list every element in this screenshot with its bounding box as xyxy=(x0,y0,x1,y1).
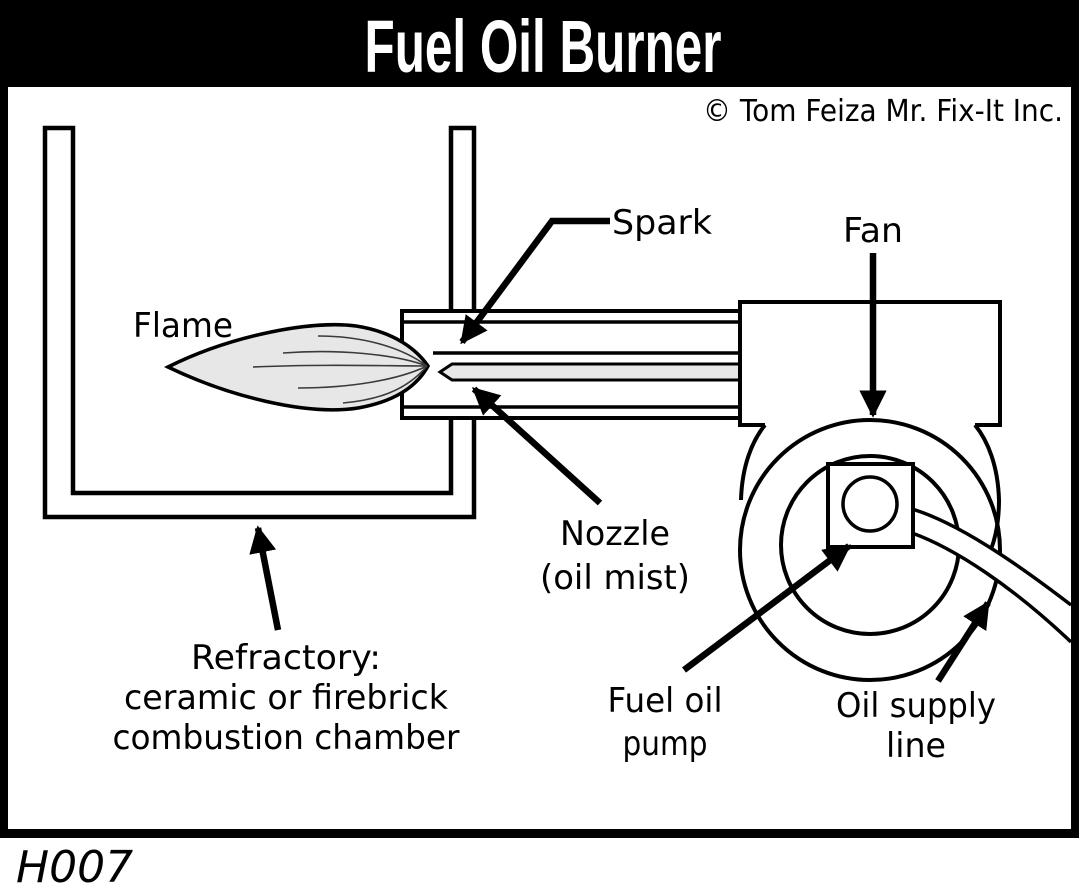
page-title: Fuel Oil Burner xyxy=(365,5,722,88)
frame-border-right xyxy=(1071,87,1079,838)
copyright: © Tom Feiza Mr. Fix-It Inc. xyxy=(703,94,1063,129)
refractory-label: Refractory: ceramic or firebrick combust… xyxy=(113,638,460,758)
refractory-arrow xyxy=(249,525,282,631)
spark-label: Spark xyxy=(612,203,712,243)
volute-arc-right xyxy=(973,423,1002,561)
svg-text:pump: pump xyxy=(623,724,708,764)
fuel-oil-pump-label: Fuel oil pump xyxy=(608,681,723,764)
fan-label: Fan xyxy=(843,211,903,251)
volute-arc-left xyxy=(739,423,767,501)
title-banner xyxy=(0,0,1079,87)
pump-shaft xyxy=(841,475,899,533)
svg-text:Fuel oil: Fuel oil xyxy=(608,681,723,721)
flame-shape xyxy=(164,323,431,412)
oil-supply-tube xyxy=(911,507,1073,644)
svg-text:ceramic or firebrick: ceramic or firebrick xyxy=(124,678,448,718)
nozzle-label: Nozzle (oil mist) xyxy=(540,514,690,598)
svg-text:line: line xyxy=(886,726,946,766)
spark-arrow xyxy=(459,217,610,345)
figure-id: H007 xyxy=(16,842,133,888)
frame-border-bottom xyxy=(0,829,1079,838)
flame-label: Flame xyxy=(133,306,233,346)
fuel-oil-pump-arrow xyxy=(682,543,852,673)
nozzle-arrow xyxy=(471,386,603,506)
oil-supply-arrow xyxy=(935,600,991,683)
svg-text:combustion chamber: combustion chamber xyxy=(113,718,460,758)
combustion-chamber xyxy=(42,125,477,520)
svg-text:Refractory:: Refractory: xyxy=(191,638,381,678)
nozzle xyxy=(437,362,742,382)
frame-border-left xyxy=(0,87,8,838)
svg-text:Nozzle: Nozzle xyxy=(560,514,670,554)
svg-text:Oil supply: Oil supply xyxy=(836,686,996,726)
oil-supply-label: Oil supply line xyxy=(836,686,996,766)
flame-inner-lines xyxy=(252,335,428,404)
svg-text:(oil mist): (oil mist) xyxy=(540,558,690,598)
